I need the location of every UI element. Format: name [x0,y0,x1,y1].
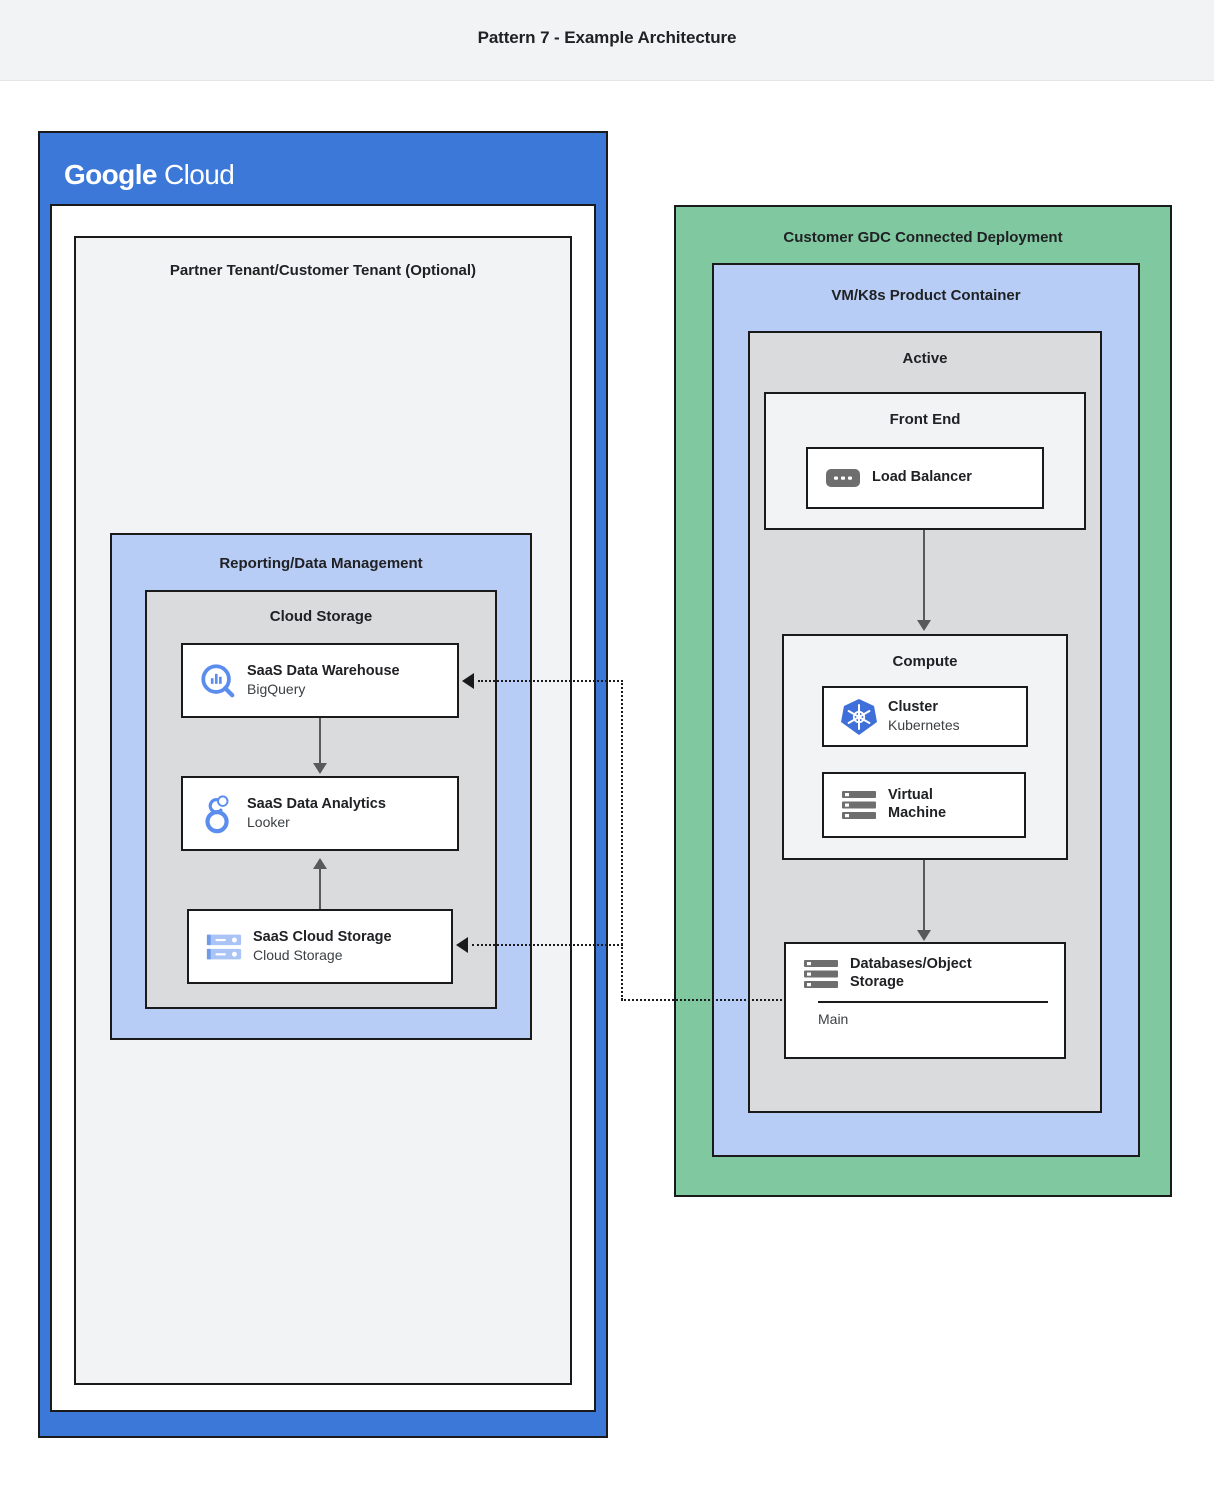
database-node-divider [818,1001,1048,1004]
compute-title: Compute [892,653,958,670]
arrow-gcs-to-looker-line [319,869,321,909]
cloud-storage-title: Cloud Storage [269,608,373,625]
node-primary-label: SaaS Data Warehouse [247,663,400,680]
arrow-frontend-to-compute-head [917,620,931,631]
arrow-gcs-to-looker-head [313,858,327,869]
node-primary-label: Load Balancer [872,469,972,486]
arrow-bq-to-looker-head [313,763,327,774]
dotted-arrow-head-cloud-storage [456,937,468,953]
customer-gdc-title: Customer GDC Connected Deployment [783,229,1063,246]
partner-tenant-title: Partner Tenant/Customer Tenant (Optional… [169,262,477,279]
node-label-group: SaaS Data Warehouse BigQuery [247,663,400,698]
load-balancer-icon [822,469,864,487]
node-secondary-label: BigQuery [247,680,306,697]
bigquery-icon [197,662,239,700]
node-label-group: Cluster Kubernetes [888,699,960,734]
arrow-frontend-to-compute-line [923,530,925,620]
node-virtual-machine[interactable]: Virtual Machine [822,772,1026,838]
node-cluster[interactable]: Cluster Kubernetes [822,686,1028,747]
node-label-group: SaaS Data Analytics Looker [247,796,386,831]
node-label-group: Databases/Object Storage [850,956,972,991]
node-primary-label-line2: Storage [850,973,904,990]
node-secondary-label: Kubernetes [888,716,960,733]
node-databases-object-storage[interactable]: Databases/Object Storage Main [784,942,1066,1059]
database-node-header: Databases/Object Storage [786,944,1064,991]
google-cloud-logo: Google Cloud [64,159,235,191]
header-bar: Pattern 7 - Example Architecture [0,0,1214,81]
database-node-sub-label: Main [818,1011,849,1028]
dotted-branch-to-data-warehouse [478,680,623,682]
node-label-group: Load Balancer [872,469,972,487]
front-end-title: Front End [889,411,961,428]
arrow-compute-to-database-head [917,930,931,941]
node-primary-label: Cluster [888,699,938,716]
node-secondary-label: Cloud Storage [253,946,343,963]
node-load-balancer[interactable]: Load Balancer [806,447,1044,509]
node-saas-data-analytics[interactable]: SaaS Data Analytics Looker [181,776,459,851]
arrow-bq-to-looker-line [319,718,321,763]
database-icon [800,958,842,990]
google-cloud-logo-google: Google [64,159,157,190]
looker-icon [197,794,239,834]
dotted-branch-to-cloud-storage [472,944,623,946]
node-primary-label-line1: Virtual [888,787,933,804]
virtual-machine-icon [838,789,880,821]
kubernetes-icon [838,697,880,737]
dotted-arrow-head-data-warehouse [462,673,474,689]
dotted-branch-from-database [621,999,786,1001]
node-primary-label-line2: Machine [888,805,947,821]
node-label-group: SaaS Cloud Storage Cloud Storage [253,929,392,964]
vm-k8s-title: VM/K8s Product Container [831,287,1021,304]
cloud-storage-icon [203,932,245,962]
page-title: Pattern 7 - Example Architecture [477,28,737,47]
node-primary-label: SaaS Data Analytics [247,796,386,813]
active-title: Active [902,350,948,367]
node-saas-data-warehouse[interactable]: SaaS Data Warehouse BigQuery [181,643,459,718]
node-secondary-label: Looker [247,813,290,830]
node-primary-label-line1: Databases/Object [850,956,972,972]
google-cloud-logo-cloud: Cloud [164,159,235,190]
arrow-compute-to-database-line [923,860,925,930]
node-label-group: Virtual Machine [888,787,946,822]
node-primary-label: SaaS Cloud Storage [253,929,392,946]
node-saas-cloud-storage[interactable]: SaaS Cloud Storage Cloud Storage [187,909,453,984]
reporting-data-management-title: Reporting/Data Management [219,555,423,572]
dotted-trunk-vertical [621,680,623,1000]
